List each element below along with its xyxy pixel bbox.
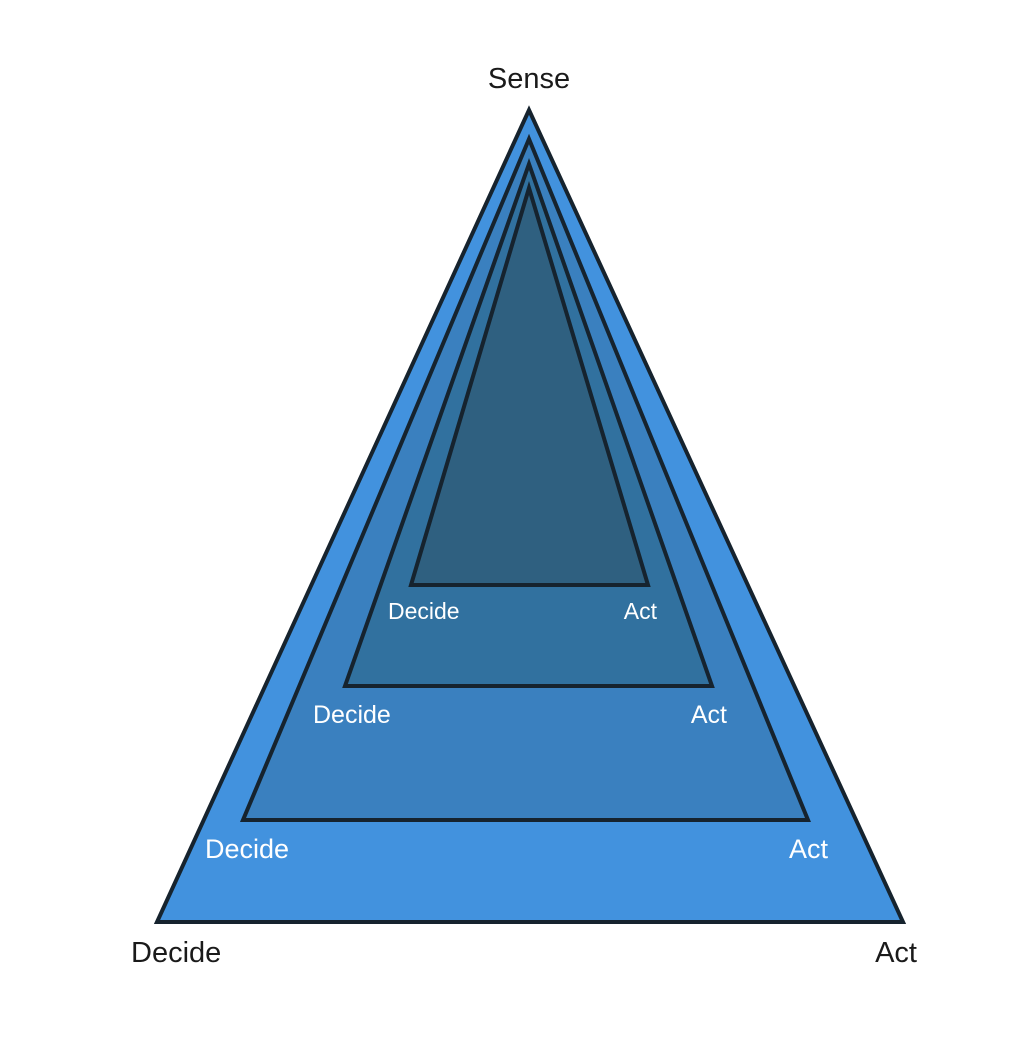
innermost-layer-label-act: Act — [624, 598, 658, 624]
second-layer-label-decide: Decide — [313, 701, 391, 729]
innermost-layer-label-decide: Decide — [388, 598, 460, 624]
triangle-layer-innermost[interactable] — [408, 181, 651, 587]
third-layer-label-decide: Decide — [205, 834, 289, 864]
third-layer-label-act: Act — [789, 834, 829, 864]
outermost-label-decide: Decide — [131, 937, 221, 969]
outermost-label-act: Act — [875, 937, 917, 969]
apex-label-sense: Sense — [488, 63, 570, 95]
second-layer-label-act: Act — [691, 701, 727, 729]
